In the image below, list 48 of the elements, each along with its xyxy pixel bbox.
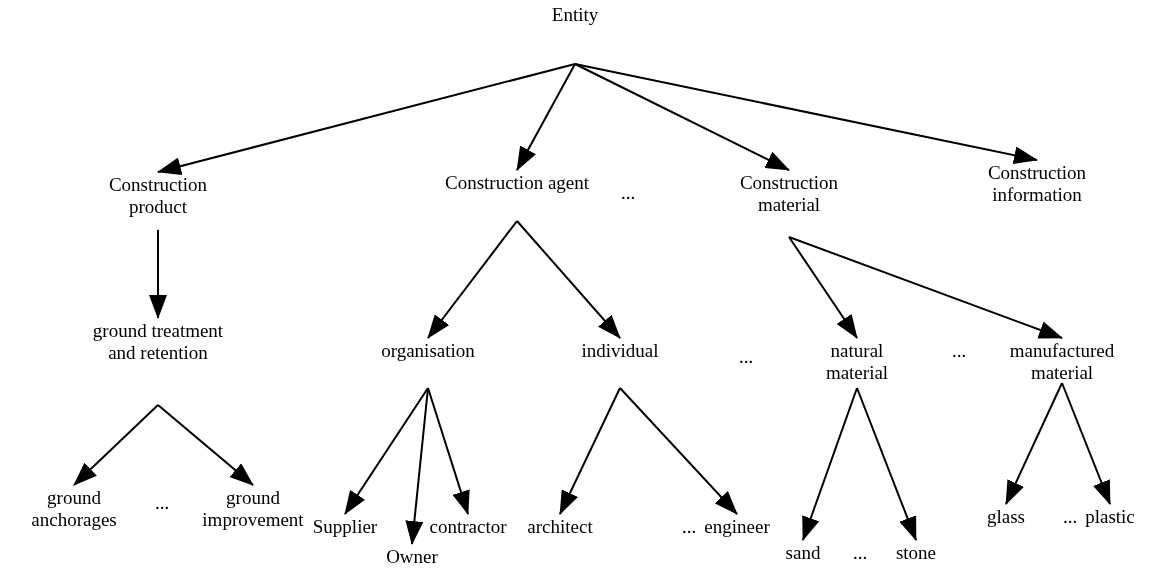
ellipsis-label: ... — [738, 346, 754, 368]
arrow — [149, 229, 167, 319]
arrow — [619, 387, 738, 515]
arrow — [574, 63, 1038, 165]
node-label: natural material — [807, 340, 907, 384]
node-label: Owner — [386, 546, 438, 568]
node-label: individual — [581, 340, 659, 362]
arrow — [516, 63, 576, 171]
arrow — [73, 404, 159, 486]
node-label: ground treatment and retention — [88, 320, 228, 364]
node-label: glass — [987, 506, 1025, 528]
node-label: Entity — [551, 4, 599, 26]
arrow — [788, 236, 1063, 339]
arrow — [559, 387, 621, 515]
arrow — [788, 236, 858, 339]
arrow — [1061, 382, 1111, 505]
node-label: architect — [527, 516, 593, 538]
ellipsis-label: ... — [852, 542, 868, 564]
node-label: Construction material — [714, 172, 864, 216]
arrow — [802, 387, 858, 541]
arrow — [427, 387, 470, 515]
node-label: engineer — [704, 516, 770, 538]
node-label: manufactured material — [992, 340, 1132, 384]
node-label: stone — [895, 542, 937, 564]
ellipsis-label: ... — [1062, 506, 1078, 528]
arrow — [574, 63, 790, 171]
arrow — [1005, 382, 1063, 505]
node-label: Construction agent — [442, 172, 592, 194]
ellipsis-label: ... — [951, 340, 967, 362]
node-label: plastic — [1085, 506, 1135, 528]
arrow — [405, 387, 429, 545]
node-label: sand — [785, 542, 821, 564]
arrow — [516, 220, 621, 339]
arrow — [427, 220, 518, 339]
node-label: Construction information — [962, 162, 1112, 206]
node-label: contractor — [429, 516, 507, 538]
node-label: ground anchorages — [19, 487, 129, 531]
ellipsis-label: ... — [154, 492, 170, 514]
arrow — [856, 387, 917, 541]
arrow — [344, 387, 429, 515]
node-label: ground improvement — [193, 487, 313, 531]
ellipsis-label: ... — [620, 182, 636, 204]
node-label: Supplier — [312, 516, 378, 538]
node-label: organisation — [381, 340, 475, 362]
node-label: Construction product — [83, 174, 233, 218]
ellipsis-label: ... — [681, 516, 697, 538]
arrow — [157, 63, 576, 175]
arrow — [157, 404, 254, 486]
